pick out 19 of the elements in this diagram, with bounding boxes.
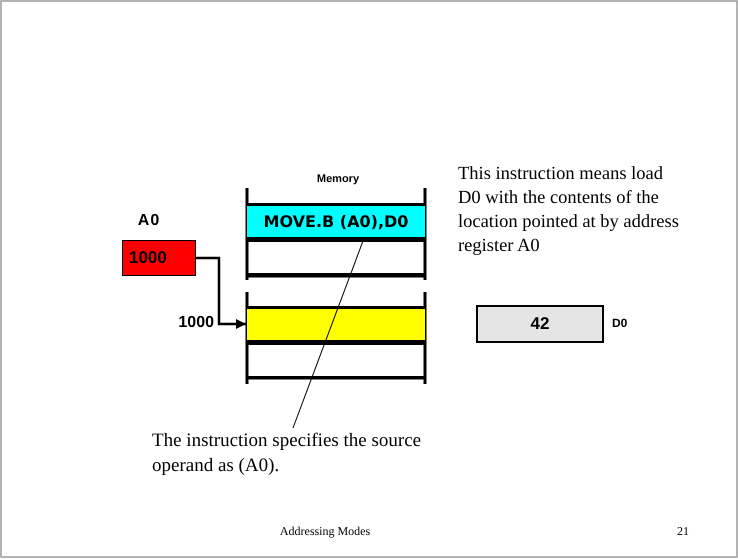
explanation-text: This instruction means load D0 with the contents of the location pointed at by address register A0 bbox=[458, 163, 680, 258]
register-name: A0 bbox=[136, 212, 162, 230]
caption-text: The instruction specifies the source operand as (A0). bbox=[152, 428, 427, 484]
memory-cell bbox=[247, 203, 425, 240]
register-value: 42 bbox=[530, 314, 550, 334]
memory-cell bbox=[247, 239, 425, 276]
leader-line bbox=[292, 240, 364, 428]
register-box bbox=[476, 305, 604, 343]
memory-cell bbox=[247, 306, 425, 343]
memory-cell bbox=[247, 342, 425, 379]
address-label: 1000 bbox=[177, 314, 214, 332]
page-number: 21 bbox=[676, 524, 690, 539]
footer-title: Addressing Modes bbox=[278, 524, 372, 539]
register-name: D0 bbox=[612, 316, 628, 330]
arrow bbox=[196, 256, 246, 329]
instruction-text: MOVE.B (A0),D0 bbox=[264, 212, 408, 231]
register-box bbox=[122, 240, 196, 276]
register-value: 1000 bbox=[129, 248, 167, 268]
memory-heading: Memory bbox=[316, 173, 360, 185]
